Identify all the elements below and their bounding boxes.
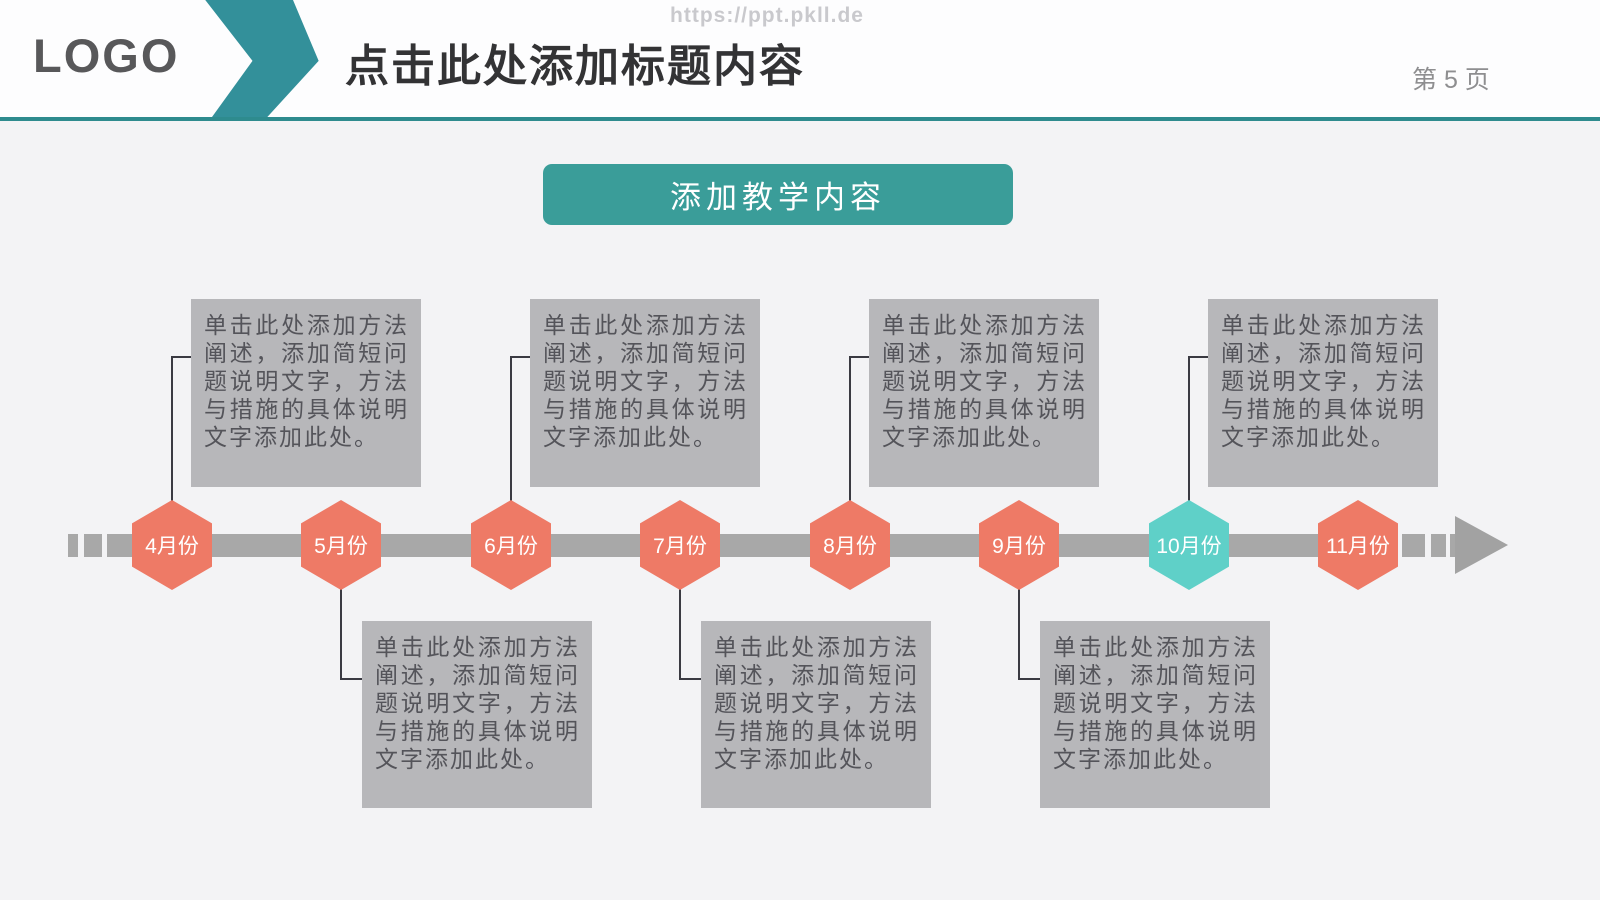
milestone-description-box: 单击此处添加方法阐述，添加简短问题说明文字，方法与措施的具体说明文字添加此处。	[701, 621, 931, 808]
milestone-hexagon: 7月份	[640, 500, 720, 590]
watermark-url: https://ppt.pkll.de	[670, 4, 864, 27]
milestone-description-box: 单击此处添加方法阐述，添加简短问题说明文字，方法与措施的具体说明文字添加此处。	[869, 299, 1099, 487]
section-banner: 添加教学内容	[543, 164, 1013, 225]
milestone-description-box: 单击此处添加方法阐述，添加简短问题说明文字，方法与措施的具体说明文字添加此处。	[1040, 621, 1270, 808]
milestone-hexagon: 11月份	[1318, 500, 1398, 590]
milestone-description-box: 单击此处添加方法阐述，添加简短问题说明文字，方法与措施的具体说明文字添加此处。	[1208, 299, 1438, 487]
timeline-bar	[131, 534, 1396, 557]
milestone-hexagon: 5月份	[301, 500, 381, 590]
slide-title: 点击此处添加标题内容	[345, 42, 805, 91]
milestone-description-box: 单击此处添加方法阐述，添加简短问题说明文字，方法与措施的具体说明文字添加此处。	[362, 621, 592, 808]
connector-line	[679, 589, 702, 680]
milestone-label: 9月份	[992, 535, 1046, 558]
timeline-dash-left	[68, 534, 78, 557]
milestone-label: 6月份	[484, 535, 538, 558]
milestone-label: 10月份	[1156, 535, 1222, 558]
milestone-label: 7月份	[653, 535, 707, 558]
timeline-dash-left	[107, 534, 131, 557]
header-divider-line	[0, 117, 1600, 121]
connector-line	[510, 356, 531, 502]
milestone-label: 5月份	[314, 535, 368, 558]
connector-line	[1018, 589, 1041, 680]
milestone-description-box: 单击此处添加方法阐述，添加简短问题说明文字，方法与措施的具体说明文字添加此处。	[530, 299, 760, 487]
connector-line	[171, 356, 192, 502]
connector-line	[1188, 356, 1209, 502]
slide-header: LOGO 点击此处添加标题内容 https://ppt.pkll.de 第 5 …	[0, 0, 1600, 117]
connector-line	[340, 589, 363, 680]
milestone-label: 4月份	[145, 535, 199, 558]
milestone-hexagon: 9月份	[979, 500, 1059, 590]
chevron-right-icon	[205, 0, 319, 117]
timeline-arrowhead-icon	[1455, 516, 1508, 574]
milestone-hexagon: 6月份	[471, 500, 551, 590]
page-number: 第 5 页	[1412, 66, 1490, 94]
milestone-hexagon: 10月份	[1149, 500, 1229, 590]
timeline-dash-right	[1450, 534, 1457, 557]
milestone-label: 11月份	[1326, 535, 1390, 558]
milestone-hexagon: 8月份	[810, 500, 890, 590]
milestone-hexagon: 4月份	[132, 500, 212, 590]
milestone-description-box: 单击此处添加方法阐述，添加简短问题说明文字，方法与措施的具体说明文字添加此处。	[191, 299, 421, 487]
connector-line	[849, 356, 870, 502]
timeline-dash-right	[1402, 534, 1425, 557]
timeline-dash-left	[84, 534, 102, 557]
milestone-label: 8月份	[823, 535, 877, 558]
timeline-dash-right	[1431, 534, 1446, 557]
logo-text: LOGO	[33, 29, 180, 82]
